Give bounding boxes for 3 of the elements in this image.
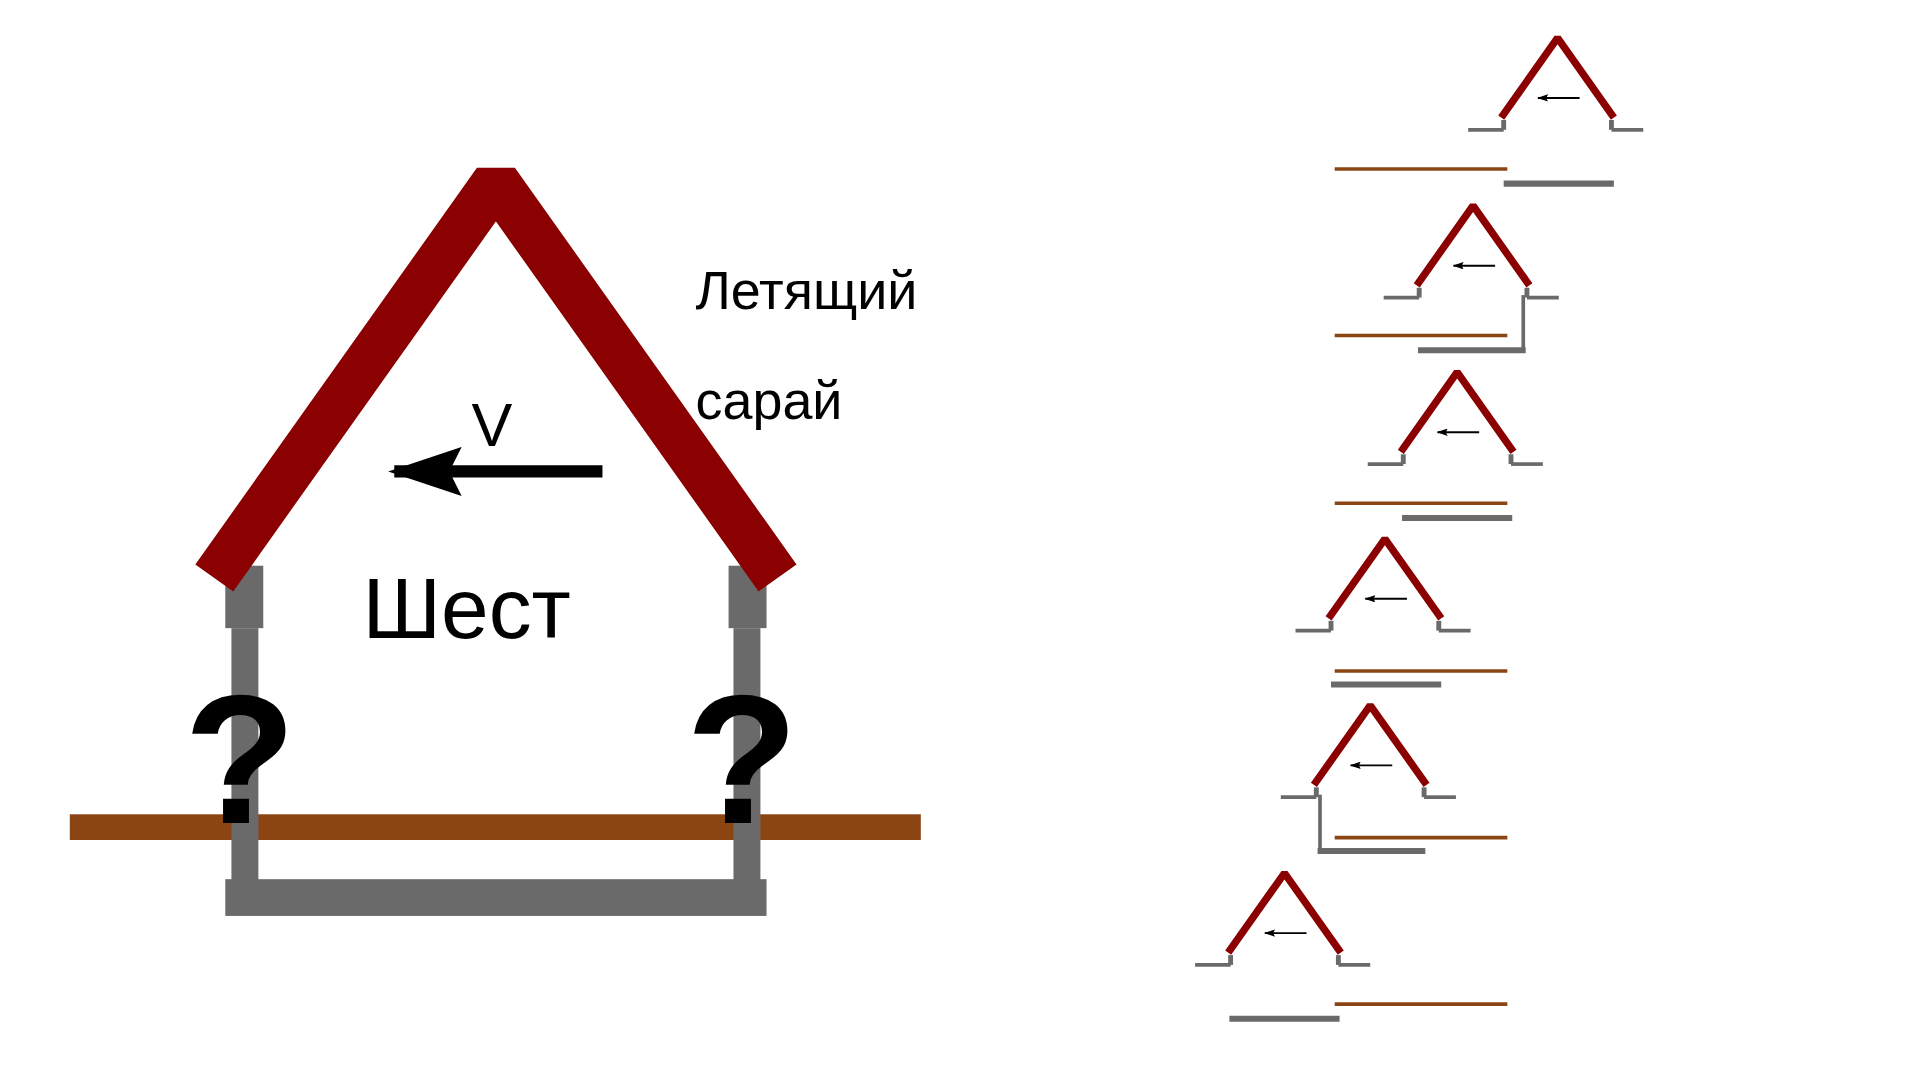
pole-label: Шест <box>362 565 571 652</box>
velocity-label: V <box>471 394 513 456</box>
barn-label: Летящий сарай <box>695 258 919 432</box>
